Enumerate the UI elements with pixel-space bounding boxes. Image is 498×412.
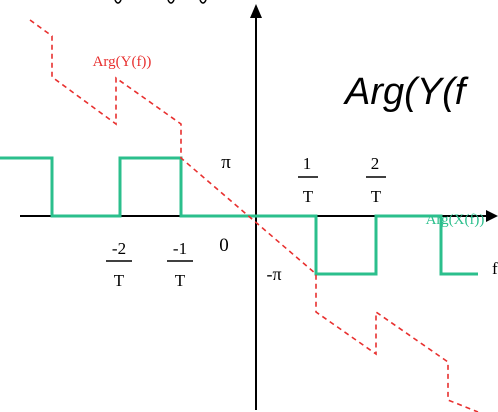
tick-neg2-numerator: -2 <box>112 239 126 258</box>
tick-pos2-numerator: 2 <box>371 154 380 173</box>
tick-pos2-denominator: T <box>371 187 382 206</box>
tick-neg1-numerator: -1 <box>173 239 187 258</box>
arg-x-label: Arg(X(f)) <box>426 212 485 228</box>
tick-pos1-denominator: T <box>303 187 314 206</box>
arg-y-label: Arg(Y(f)) <box>93 54 152 70</box>
neg-pi-label: -π <box>266 264 281 284</box>
equation-text: Arg(Y(f <box>343 71 469 113</box>
arg-y-curve <box>29 19 479 412</box>
origin-label: 0 <box>219 235 229 256</box>
cropped-top-remnant <box>114 0 207 4</box>
tick-neg1-denominator: T <box>175 271 186 290</box>
tick-pos1-numerator: 1 <box>303 154 312 173</box>
x-axis-arrow <box>486 210 498 222</box>
tick-neg2-denominator: T <box>114 271 125 290</box>
pi-label: π <box>221 152 231 173</box>
x-axis-label: f <box>492 259 498 278</box>
arg-x-curve <box>0 156 478 276</box>
y-axis-arrow <box>250 4 262 18</box>
